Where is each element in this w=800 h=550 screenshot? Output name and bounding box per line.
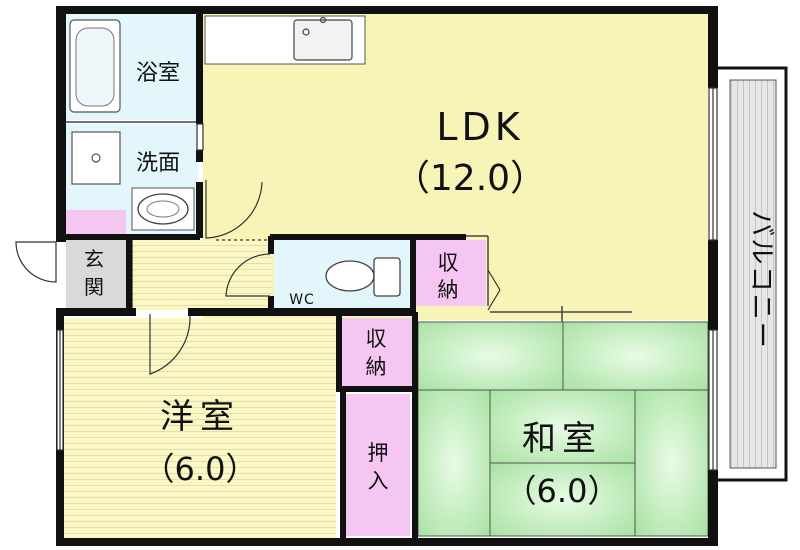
- washing-machine-pan: [71, 131, 121, 185]
- storage-upper-label-top: 収: [438, 251, 459, 275]
- closet-label-top: 押: [368, 441, 389, 465]
- washroom-label: 洗面: [136, 151, 180, 176]
- western-floor: [64, 318, 336, 544]
- western-room-label: 洋室: [160, 397, 240, 437]
- storage-lower-label-top: 収: [366, 327, 387, 351]
- wc-label: WC: [289, 292, 315, 308]
- windows: [56, 87, 718, 471]
- storage-lower-floor: [342, 318, 412, 386]
- ldk-size: （12.0）: [394, 158, 546, 199]
- entrance-floor: [66, 240, 128, 308]
- entrance-label-top: 玄: [84, 247, 104, 271]
- western-room-size: （6.0）: [143, 450, 258, 488]
- ldk-label: LDK: [436, 105, 523, 149]
- toilet: [325, 257, 401, 297]
- closet-label-bottom: 入: [368, 469, 389, 493]
- storage-lower-label-bottom: 納: [366, 355, 387, 379]
- closet-floor: [346, 394, 410, 536]
- storage-upper-floor: [414, 240, 486, 306]
- japanese-room-size: （6.0）: [505, 472, 620, 510]
- wash-basin: [131, 187, 195, 231]
- storage-upper-label-bottom: 納: [438, 278, 459, 302]
- balcony: [714, 66, 788, 482]
- shoe-cabinet: [66, 210, 126, 238]
- doors: [15, 180, 501, 375]
- walls: [56, 6, 718, 546]
- japanese-room-tatami: [417, 321, 709, 537]
- kitchen-sink: [293, 16, 353, 61]
- entrance-label-bottom: 関: [84, 275, 104, 299]
- bath-label: 浴室: [136, 61, 180, 86]
- japanese-room-label: 和室: [522, 419, 602, 459]
- hall-floor: [132, 240, 272, 310]
- bathtub: [69, 19, 121, 113]
- balcony-label: バルコニー: [746, 210, 776, 349]
